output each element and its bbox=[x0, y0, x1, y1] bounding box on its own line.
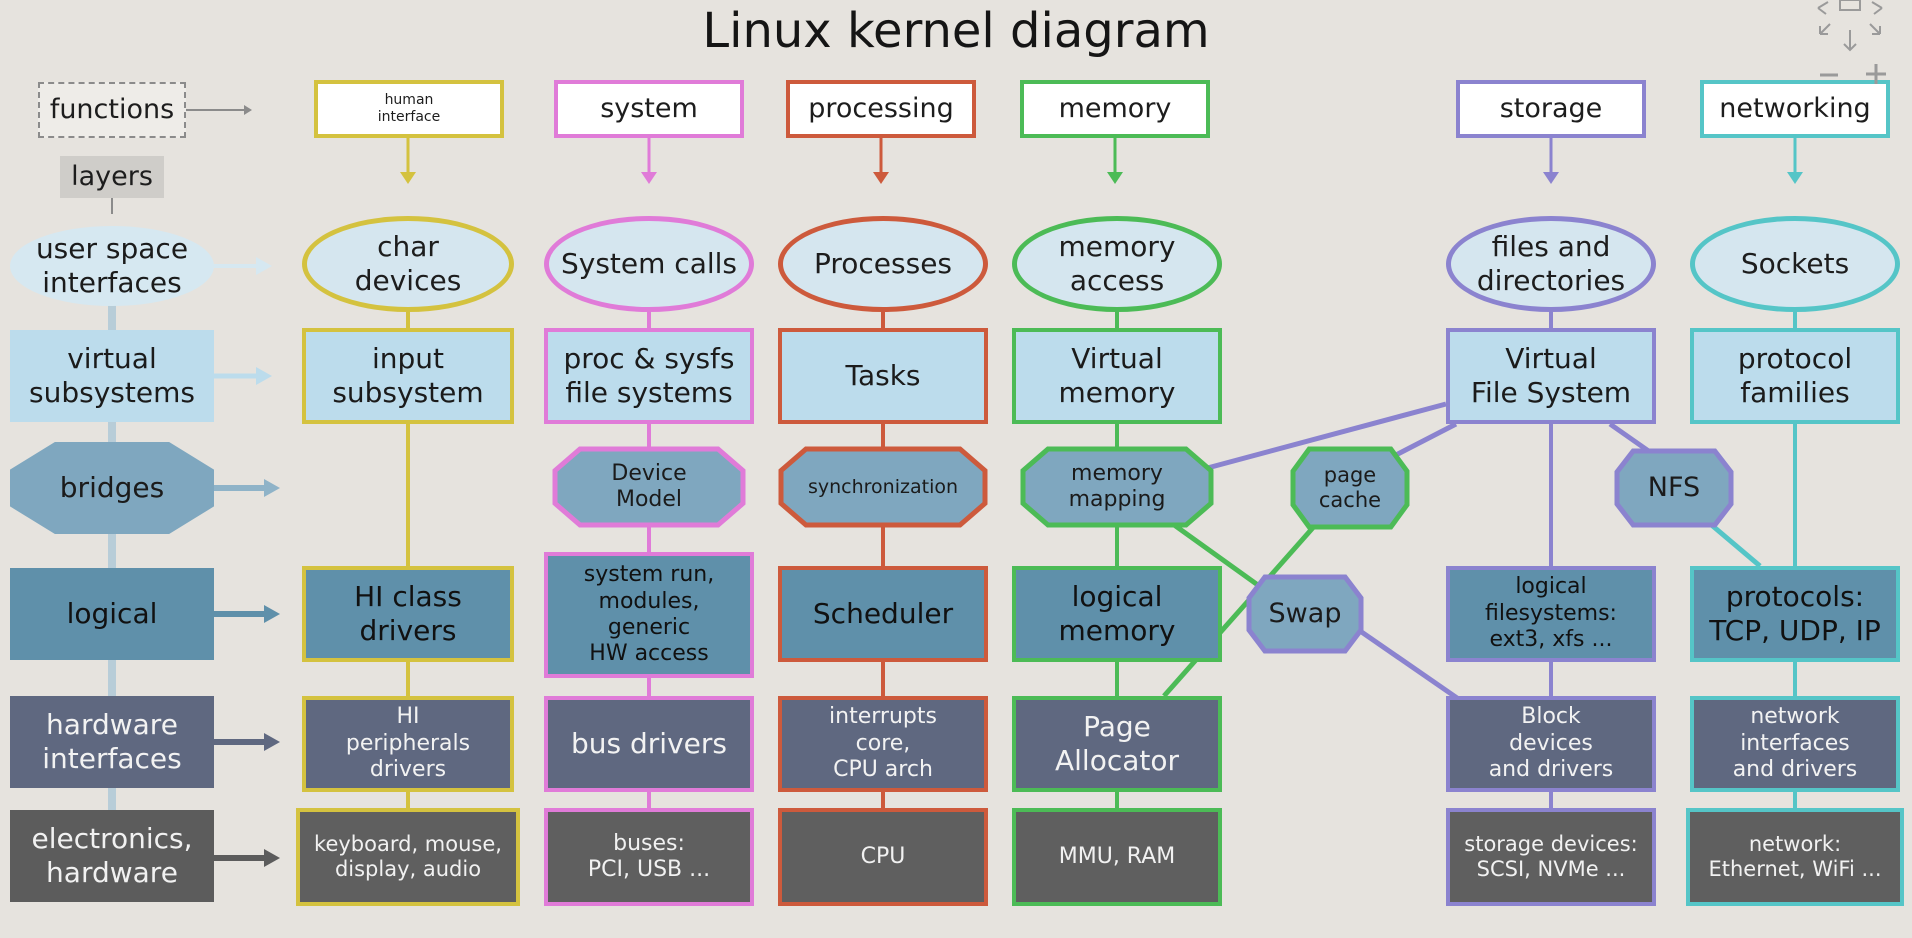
tasks: Tasks bbox=[778, 328, 988, 424]
memory-header-arrow-head bbox=[1107, 172, 1123, 184]
column-header-memory: memory bbox=[1020, 80, 1210, 138]
nfs-to-protocols bbox=[1706, 520, 1762, 568]
device-model-shape bbox=[552, 446, 746, 528]
page-title: Linux kernel diagram bbox=[702, 3, 1210, 59]
network-interfaces-and-drivers: network interfaces and drivers bbox=[1690, 696, 1900, 792]
minus-icon[interactable] bbox=[1816, 62, 1842, 88]
device-model: Device Model bbox=[552, 446, 746, 528]
sockets: Sockets bbox=[1690, 216, 1900, 312]
user-space-arrow-head bbox=[256, 257, 272, 275]
mmu-ram: MMU, RAM bbox=[1012, 808, 1222, 906]
storage-header-arrow-head bbox=[1543, 172, 1559, 184]
memory-mapping-shape bbox=[1020, 446, 1214, 528]
memory-mapping-label: memory mapping bbox=[1068, 460, 1166, 512]
column-header-storage: storage bbox=[1456, 80, 1646, 138]
system-run-modules: system run, modules, generic HW access bbox=[544, 552, 754, 678]
buses-pci-usb: buses: PCI, USB ... bbox=[544, 808, 754, 906]
layers-legend: layers bbox=[60, 156, 164, 198]
proc-sysfs-file-systems: proc & sysfs file systems bbox=[544, 328, 754, 424]
hi-peripherals-drivers: HI peripherals drivers bbox=[302, 696, 514, 792]
bridges-arrow-head bbox=[264, 479, 280, 497]
network-ethernet-wifi: network: Ethernet, WiFi ... bbox=[1686, 808, 1904, 906]
layer-user-space: user space interfaces bbox=[10, 226, 214, 306]
layer-bridges: bridges bbox=[10, 442, 214, 534]
layer-logical: logical bbox=[10, 568, 214, 660]
synchronization-shape bbox=[778, 446, 988, 528]
hi-electronics: keyboard, mouse, display, audio bbox=[296, 808, 520, 906]
memory-access: memory access bbox=[1012, 216, 1222, 312]
page-cache-to-page-allocator bbox=[1162, 520, 1320, 698]
vfs-to-nfs bbox=[1608, 421, 1652, 455]
processing-header-arrow-head bbox=[873, 172, 889, 184]
protocols-tcp-udp-ip: protocols: TCP, UDP, IP bbox=[1690, 566, 1900, 662]
networking-header-arrow-head bbox=[1787, 172, 1803, 184]
vfs-to-memory-mapping bbox=[1199, 401, 1447, 473]
interrupts-core-cpu-arch: interrupts core, CPU arch bbox=[778, 696, 988, 792]
nfs-label: NFS bbox=[1647, 471, 1701, 503]
page-cache-shape bbox=[1290, 446, 1410, 530]
virtual-memory: Virtual memory bbox=[1012, 328, 1222, 424]
memory-mapping-to-swap bbox=[1168, 519, 1264, 591]
logical-memory: logical memory bbox=[1012, 566, 1222, 662]
scheduler: Scheduler bbox=[778, 566, 988, 662]
swap-to-block-devices bbox=[1348, 621, 1462, 703]
system-header-arrow-head bbox=[641, 172, 657, 184]
logical-filesystems: logical filesystems: ext3, xfs ... bbox=[1446, 566, 1656, 662]
column-header-system: system bbox=[554, 80, 744, 138]
processes: Processes bbox=[778, 216, 988, 312]
logical-arrow-head bbox=[264, 605, 280, 623]
swap-shape bbox=[1246, 574, 1364, 654]
device-model-label: Device Model bbox=[611, 460, 687, 512]
column-header-human-interface: human interface bbox=[314, 80, 504, 138]
functions-arrow-head bbox=[244, 105, 252, 115]
synchronization-label: synchronization bbox=[807, 475, 959, 498]
page-allocator: Page Allocator bbox=[1012, 696, 1222, 792]
synchronization: synchronization bbox=[778, 446, 988, 528]
page-cache-label: page cache bbox=[1318, 462, 1382, 512]
layer-hardware-interfaces: hardware interfaces bbox=[10, 696, 214, 788]
nfs-shape bbox=[1614, 448, 1734, 528]
cpu: CPU bbox=[778, 808, 988, 906]
hardware-arrow-head bbox=[264, 733, 280, 751]
column-header-processing: processing bbox=[786, 80, 976, 138]
protocol-families: protocol families bbox=[1690, 328, 1900, 424]
storage-devices: storage devices: SCSI, NVMe ... bbox=[1446, 808, 1656, 906]
vfs-to-page-cache bbox=[1388, 421, 1458, 461]
virtual-arrow-head bbox=[256, 367, 272, 385]
swap: Swap bbox=[1246, 574, 1364, 654]
layer-virtual-subsystems: virtual subsystems bbox=[10, 330, 214, 422]
char-devices: char devices bbox=[302, 216, 514, 312]
column-header-networking: networking bbox=[1700, 80, 1890, 138]
system-calls: System calls bbox=[544, 216, 754, 312]
pan-arrows-icon[interactable] bbox=[1808, 0, 1892, 54]
memory-mapping: memory mapping bbox=[1020, 446, 1214, 528]
block-devices-and-drivers: Block devices and drivers bbox=[1446, 696, 1656, 792]
functions-legend: functions bbox=[38, 82, 186, 138]
files-and-directories: files and directories bbox=[1446, 216, 1656, 312]
virtual-file-system: Virtual File System bbox=[1446, 328, 1656, 424]
hi-class-drivers: HI class drivers bbox=[302, 566, 514, 662]
bus-drivers: bus drivers bbox=[544, 696, 754, 792]
swap-label: Swap bbox=[1268, 597, 1342, 629]
electronics-arrow-head bbox=[264, 849, 280, 867]
page-cache: page cache bbox=[1290, 446, 1410, 530]
hi-header-arrow-head bbox=[400, 172, 416, 184]
nfs: NFS bbox=[1614, 448, 1734, 528]
input-subsystem: input subsystem bbox=[302, 328, 514, 424]
plus-icon[interactable] bbox=[1862, 60, 1890, 88]
layer-electronics-hardware: electronics, hardware bbox=[10, 810, 214, 902]
